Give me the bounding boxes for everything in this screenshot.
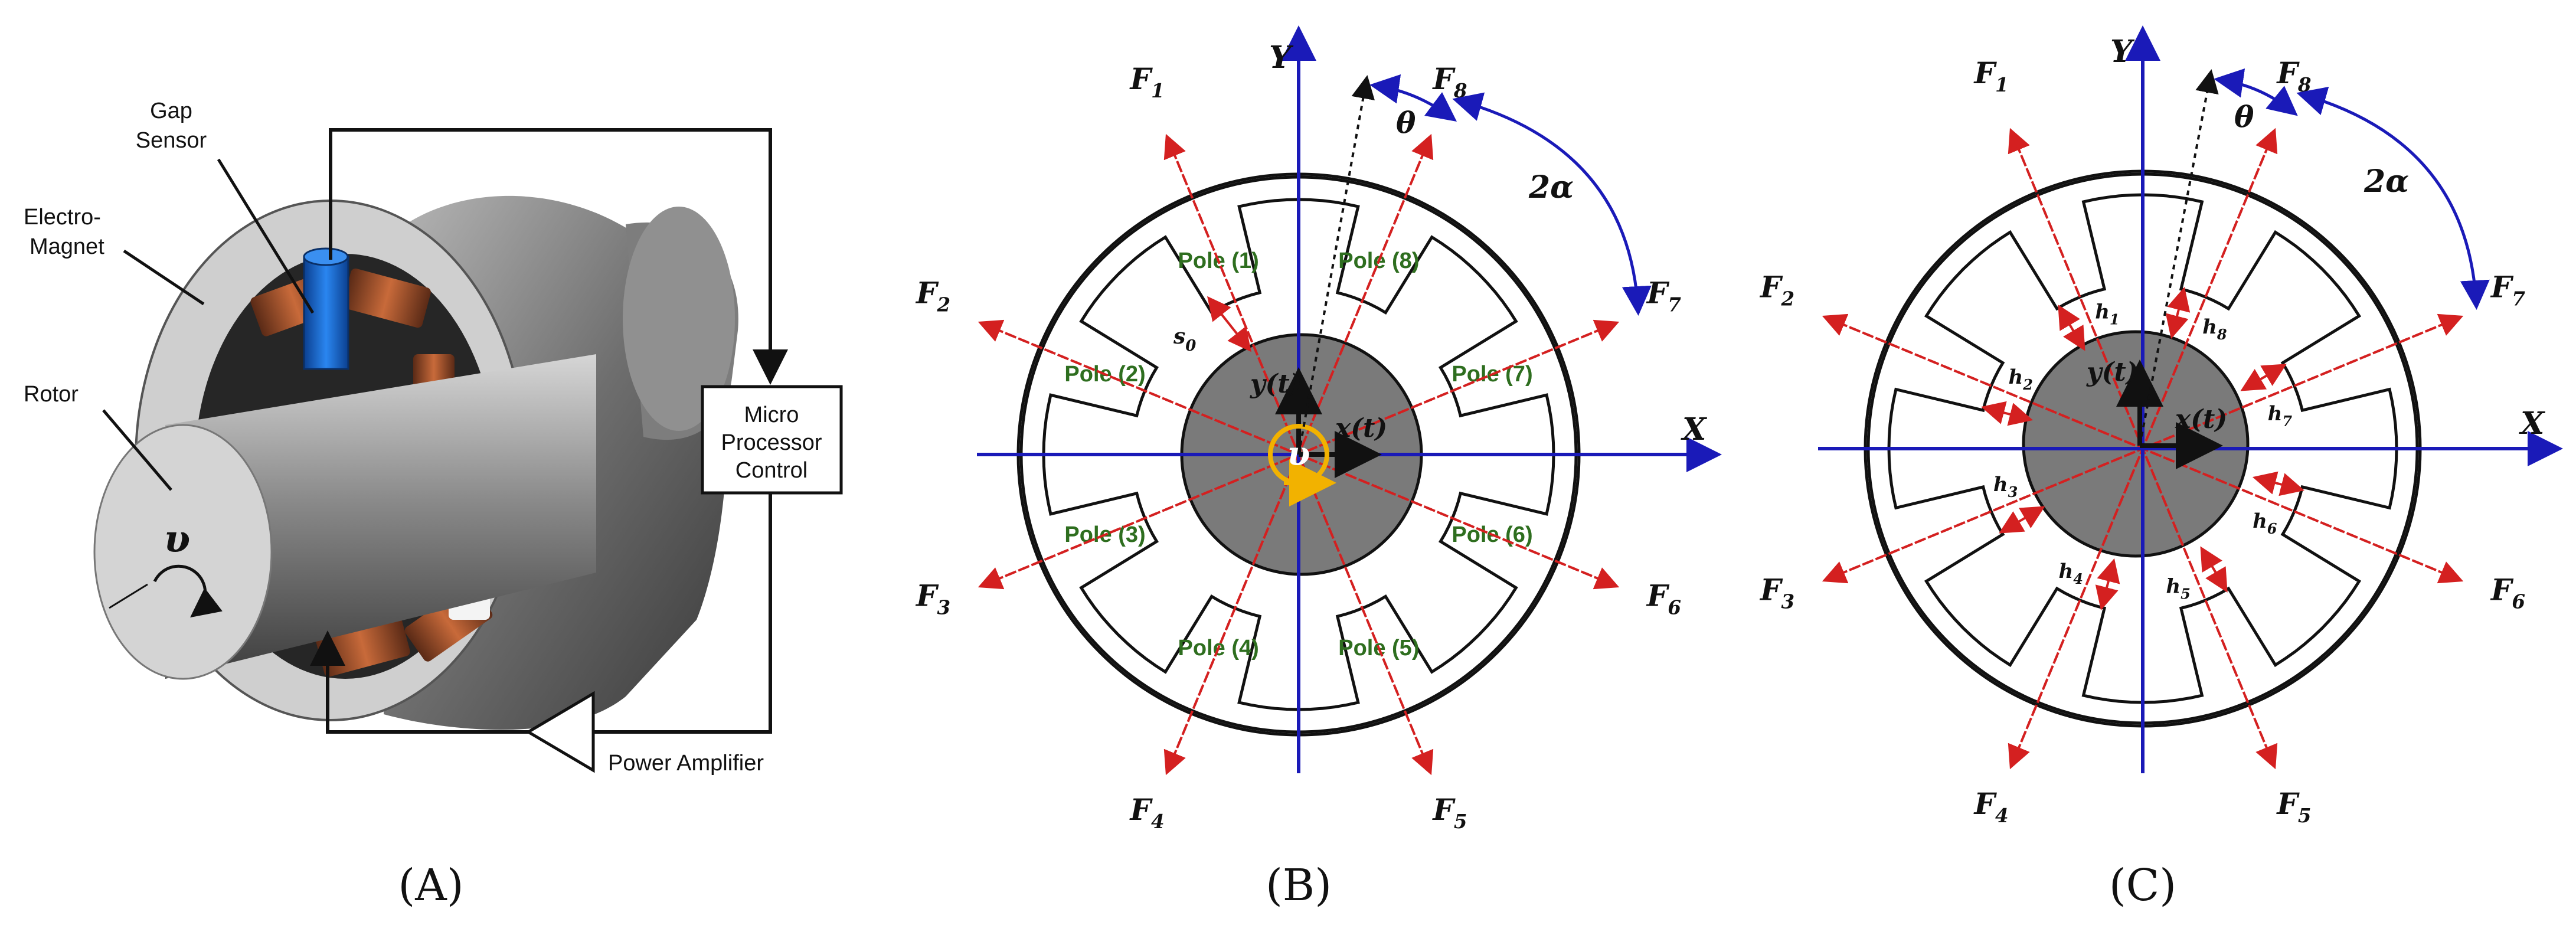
rotor-cylinder bbox=[93, 354, 596, 680]
theta-label-c: θ bbox=[2234, 99, 2254, 134]
rotor-leader bbox=[102, 409, 172, 491]
x-axis-label-c: X bbox=[2519, 406, 2546, 442]
y-axis-label-c: Y bbox=[2110, 34, 2135, 70]
controller-label-3: Control bbox=[735, 458, 808, 483]
c-force-label-6: F6 bbox=[2490, 572, 2525, 613]
panel-b-caption: (B) bbox=[1266, 860, 1332, 911]
c-rotor bbox=[2022, 330, 2250, 558]
controller-label-2: Processor bbox=[721, 430, 822, 455]
rotation-arrow-icon bbox=[153, 564, 223, 618]
b-force-label-5: F5 bbox=[1431, 792, 1467, 833]
gap-arrow-3 bbox=[1999, 506, 2045, 534]
b-force-label-7: F7 bbox=[1646, 276, 1682, 316]
rotor-rotation-symbol: υ bbox=[164, 517, 190, 561]
gap-arrow-1 bbox=[2058, 305, 2085, 351]
gap-label-3: h3 bbox=[1993, 473, 2018, 501]
reference-line-c bbox=[2139, 69, 2219, 446]
c-force-label-3: F3 bbox=[1759, 572, 1794, 613]
control-wiring bbox=[310, 128, 788, 734]
gap-label-6: h6 bbox=[2253, 509, 2277, 537]
amplifier-triangle bbox=[525, 691, 595, 773]
gap-sensor-label-2: Sensor bbox=[136, 128, 207, 153]
b-force-label-2: F2 bbox=[915, 276, 950, 316]
reference-line-b bbox=[1297, 75, 1375, 455]
gap-label-8: h8 bbox=[2202, 315, 2227, 343]
controller-box bbox=[701, 385, 843, 495]
gap-arrow-4 bbox=[2095, 558, 2120, 610]
panel-c-caption: (C) bbox=[2109, 860, 2176, 911]
controller-label-1: Micro bbox=[744, 403, 799, 427]
c-force-label-5: F5 bbox=[2276, 786, 2311, 827]
rotor-x-label-c: x(t) bbox=[2175, 404, 2227, 434]
gap-arrow-7 bbox=[2240, 364, 2287, 391]
gap-arrow-2 bbox=[1981, 401, 2034, 426]
gap-label-b: s0 bbox=[1173, 324, 1196, 355]
c-force-label-8: F8 bbox=[2276, 55, 2311, 96]
amplifier-label: Power Amplifier bbox=[608, 751, 764, 776]
gap-arrow-8 bbox=[2165, 287, 2191, 339]
panel-a: υ Gap Sensor Electro- Magnet Rotor Micro… bbox=[24, 99, 843, 911]
c-force-label-7: F7 bbox=[2490, 270, 2526, 310]
gap-sensor-label-1: Gap bbox=[150, 99, 192, 123]
alpha-arc-b bbox=[1452, 92, 1652, 316]
gap-arrow-5 bbox=[2200, 546, 2228, 593]
c-force-label-2: F2 bbox=[1759, 270, 1794, 310]
b-force-label-8: F8 bbox=[1431, 61, 1467, 102]
gap-label-1: h1 bbox=[2095, 300, 2119, 328]
electromagnet-label-1: Electro- bbox=[24, 205, 101, 230]
gap-arrow-6 bbox=[2252, 471, 2304, 496]
theta-arc-b bbox=[1369, 74, 1457, 122]
rotor-label: Rotor bbox=[24, 382, 79, 407]
c-force-label-1: F1 bbox=[1973, 55, 2009, 96]
gap-arrow-b bbox=[1207, 296, 1251, 352]
b-force-label-4: F4 bbox=[1129, 792, 1165, 833]
rotor-y-label-b: y(t) bbox=[1250, 369, 1302, 399]
electromagnet-label-2: Magnet bbox=[30, 234, 104, 259]
gap-label-7: h7 bbox=[2268, 402, 2293, 430]
panel-b: Pole (1)Pole (2)Pole (3)Pole (4)Pole (5)… bbox=[915, 25, 1722, 911]
c-force-label-4: F4 bbox=[1973, 786, 2009, 827]
theta-label-b: θ bbox=[1396, 105, 1416, 140]
rotor-x-label-b: x(t) bbox=[1335, 413, 1387, 443]
panel-a-caption: (A) bbox=[398, 860, 463, 911]
gap-label-5: h5 bbox=[2166, 574, 2190, 602]
theta-arc-c bbox=[2214, 68, 2298, 116]
alpha-label-b: 2α bbox=[1528, 169, 1574, 205]
gap-label-4: h4 bbox=[2058, 560, 2083, 587]
rotation-marker-line bbox=[109, 583, 148, 609]
rotor-y-label-c: y(t) bbox=[2086, 357, 2139, 387]
gap-label-2: h2 bbox=[2008, 365, 2032, 393]
y-axis-label-b: Y bbox=[1269, 40, 1294, 76]
alpha-label-c: 2α bbox=[2363, 164, 2409, 200]
electromagnet-leader bbox=[123, 249, 205, 306]
alpha-arc-c bbox=[2296, 86, 2490, 310]
b-force-label-3: F3 bbox=[915, 578, 950, 619]
x-axis-label-b: X bbox=[1681, 411, 1708, 447]
b-force-label-1: F1 bbox=[1129, 61, 1165, 102]
b-force-label-6: F6 bbox=[1646, 578, 1681, 619]
gap-markers-c: h1 h2 h3 h4 h5 h6 h7 h8 bbox=[1981, 287, 2304, 610]
sensor-leader bbox=[217, 158, 315, 314]
